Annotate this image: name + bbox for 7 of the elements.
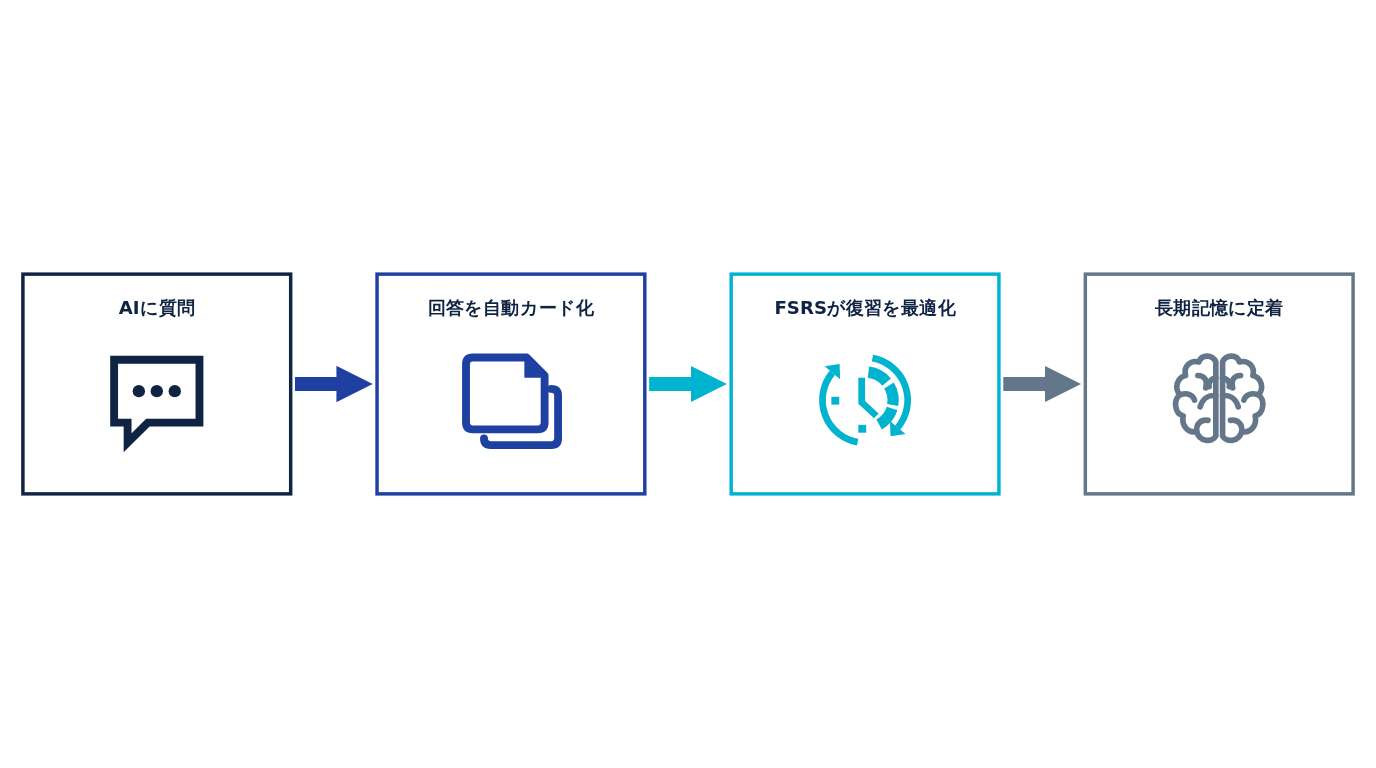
step-title: FSRSが復習を最適化 bbox=[774, 296, 956, 321]
step-title: 長期記憶に定着 bbox=[1155, 296, 1284, 321]
arrow bbox=[649, 365, 727, 403]
step-title: AIに質問 bbox=[118, 296, 195, 321]
arrow bbox=[1003, 365, 1081, 403]
arrow bbox=[295, 365, 373, 403]
step-title: 回答を自動カード化 bbox=[428, 296, 594, 321]
